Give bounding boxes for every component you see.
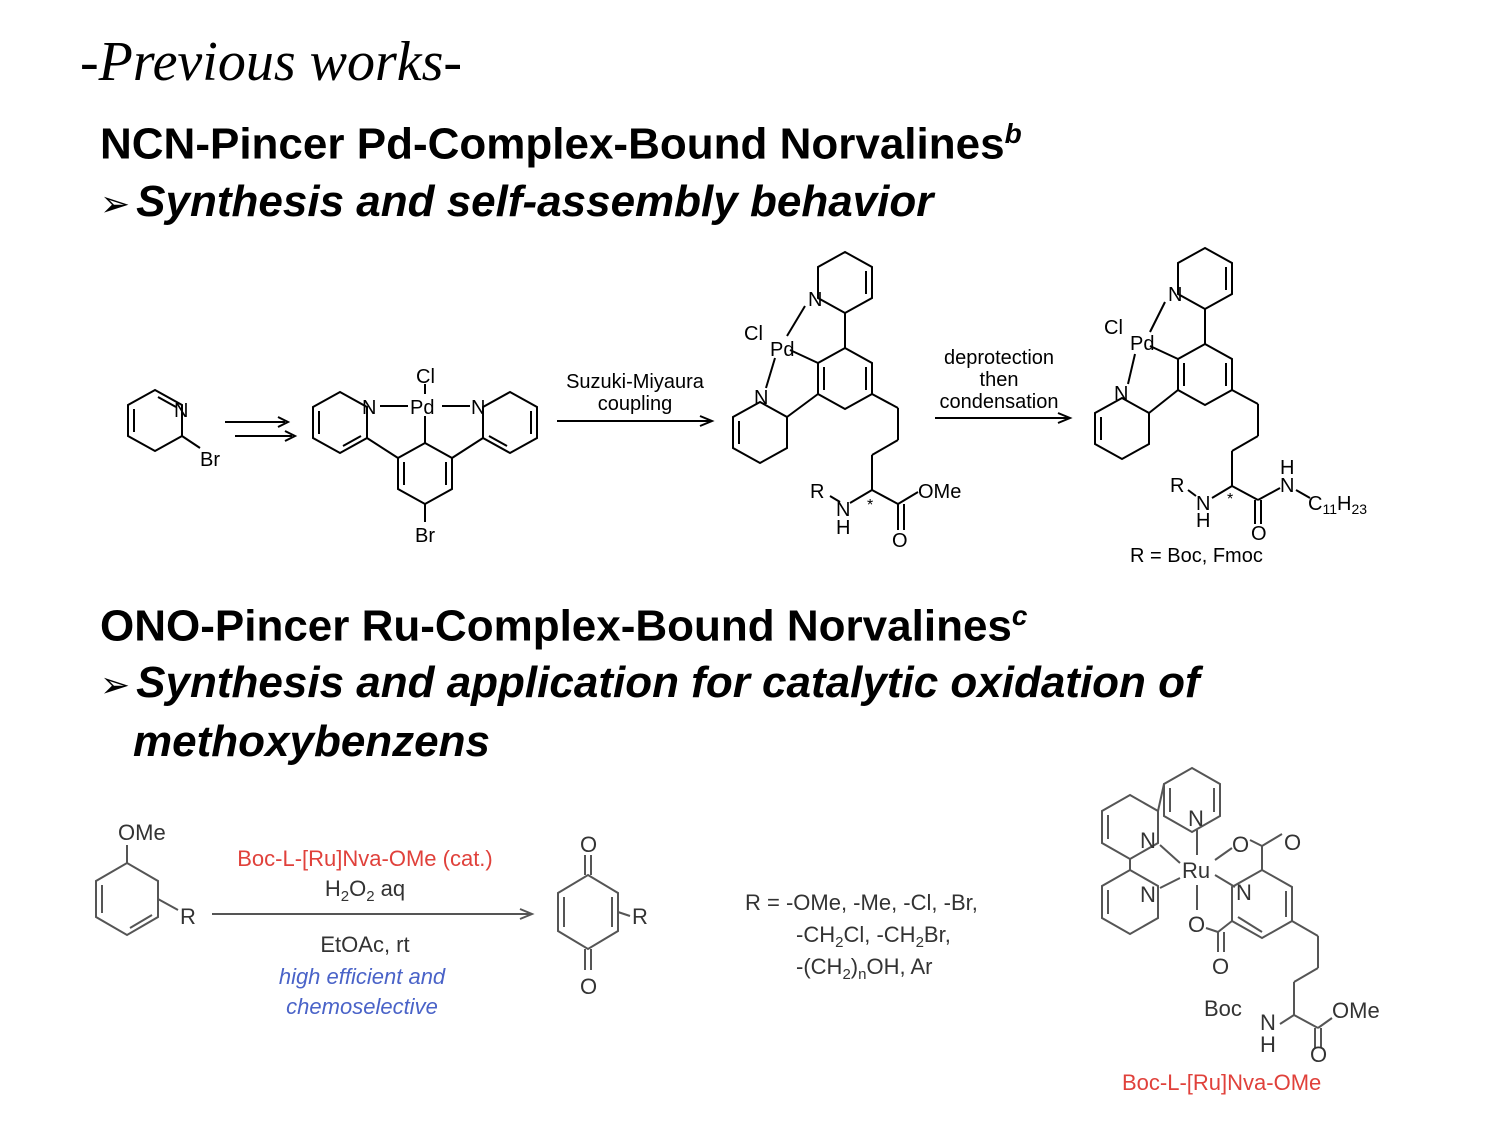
start-n-label: N xyxy=(174,400,188,422)
c2-nh-h-label: H xyxy=(836,517,850,539)
c3-n-top-label: N xyxy=(1168,284,1182,306)
section2-subtitle: ➢Synthesis and application for catalytic… xyxy=(100,655,1200,770)
section1-subtitle: ➢Synthesis and self-assembly behavior xyxy=(100,174,933,233)
r-def-line1: R = -OMe, -Me, -Cl, -Br, xyxy=(745,890,978,915)
catalyst-name: Boc-L-[Ru]Nva-OMe xyxy=(1122,1070,1321,1095)
section2-title-superscript: c xyxy=(1011,600,1028,631)
c2-pd-label: Pd xyxy=(770,339,794,361)
cat-n1-label: N xyxy=(1188,806,1204,831)
c2-cl-label: Cl xyxy=(744,323,763,345)
section1-title-text: NCN-Pincer Pd-Complex-Bound Norvalines xyxy=(100,119,1005,169)
c1-br-label: Br xyxy=(415,525,435,547)
c1-n-right-label: N xyxy=(471,397,485,419)
c3-amide-n-label: N xyxy=(1280,475,1294,497)
cat-o2-label: O xyxy=(1188,912,1205,937)
pd-synthesis-scheme: N Br Cl Pd N N Br Suzuki-Miyaura couplin… xyxy=(127,246,1367,567)
product-o-bottom-label: O xyxy=(580,974,597,999)
cat-boc-label: Boc xyxy=(1204,996,1242,1021)
arrow1-line1: Suzuki-Miyaura xyxy=(566,371,705,393)
c1-n-left-label: N xyxy=(362,397,376,419)
c2-r-label: R xyxy=(810,481,824,503)
c3-nh-h-label: H xyxy=(1196,510,1210,532)
arrow-bullet-icon: ➢ xyxy=(100,184,131,225)
c3-o-label: O xyxy=(1251,523,1267,545)
section1-title: NCN-Pincer Pd-Complex-Bound Norvalinesb xyxy=(100,118,1022,170)
c1-cl-label: Cl xyxy=(416,366,435,388)
arrow-bullet-icon: ➢ xyxy=(100,665,131,706)
c3-c11h23-label: C11H23 xyxy=(1308,493,1367,517)
c3-pd-label: Pd xyxy=(1130,333,1154,355)
cat-nh-h-label: H xyxy=(1260,1032,1276,1057)
product-r-label: R xyxy=(632,904,648,929)
slide-title: -Previous works- xyxy=(80,31,463,93)
arrow1-line2: coupling xyxy=(598,393,673,415)
c2-star-label: * xyxy=(867,497,873,514)
ru-oxidation-scheme: OMe R Boc-L-[Ru]Nva-OMe (cat.) H2O2 aq E… xyxy=(95,766,1380,1095)
arrow2-line1: deprotection xyxy=(944,347,1054,369)
r-def-line2: -CH2Cl, -CH2Br, xyxy=(796,922,951,951)
cat-oc2-label: O xyxy=(1212,954,1229,979)
section2-subtitle-line1: Synthesis and application for catalytic … xyxy=(136,658,1200,707)
section1-subtitle-text: Synthesis and self-assembly behavior xyxy=(136,177,934,226)
c3-cl-label: Cl xyxy=(1104,317,1123,339)
c3-amide-h-label: H xyxy=(1280,457,1294,479)
solvent-condition: EtOAc, rt xyxy=(320,932,409,957)
arrow2-line2: then xyxy=(980,369,1019,391)
c3-r-label: R xyxy=(1170,475,1184,497)
c3-star-label: * xyxy=(1227,491,1233,508)
c1-pd-label: Pd xyxy=(410,397,434,419)
cat-ru-label: Ru xyxy=(1182,858,1210,883)
cat-n2-label: N xyxy=(1140,828,1156,853)
c2-n-top-label: N xyxy=(808,289,822,311)
cat-o-ester-label: O xyxy=(1310,1042,1327,1067)
reactant-r-label: R xyxy=(180,904,196,929)
section2-title-text: ONO-Pincer Ru-Complex-Bound Norvalines xyxy=(100,601,1012,651)
arrow2-line3: condensation xyxy=(940,391,1059,413)
r-def-line3: -(CH2)nOH, Ar xyxy=(796,954,932,983)
section2-subtitle-line2: methoxybenzens xyxy=(133,717,490,766)
reactant-ome-label: OMe xyxy=(118,820,166,845)
cat-n3-label: N xyxy=(1140,882,1156,907)
c3-n-bottom-label: N xyxy=(1114,383,1128,405)
section1-title-superscript: b xyxy=(1004,118,1022,149)
note-line2: chemoselective xyxy=(286,994,438,1019)
c2-o-label: O xyxy=(892,530,908,552)
cat-nh-n-label: N xyxy=(1260,1010,1276,1035)
cat-o1-label: O xyxy=(1232,832,1249,857)
c2-ome-label: OMe xyxy=(918,481,961,503)
section2-title: ONO-Pincer Ru-Complex-Bound Norvalinesc xyxy=(100,600,1027,652)
oxidant-condition: H2O2 aq xyxy=(325,876,405,905)
c3-nh-n-label: N xyxy=(1196,493,1210,515)
c2-nh-n-label: N xyxy=(836,499,850,521)
cat-ome-label: OMe xyxy=(1332,998,1380,1023)
r-definition: R = Boc, Fmoc xyxy=(1130,545,1263,567)
start-br-label: Br xyxy=(200,449,220,471)
note-line1: high efficient and xyxy=(279,964,446,989)
product-o-top-label: O xyxy=(580,832,597,857)
catalyst-condition: Boc-L-[Ru]Nva-OMe (cat.) xyxy=(237,846,493,871)
cat-n4-label: N xyxy=(1236,880,1252,905)
cat-oc1-label: O xyxy=(1284,830,1301,855)
c2-n-bottom-label: N xyxy=(754,387,768,409)
